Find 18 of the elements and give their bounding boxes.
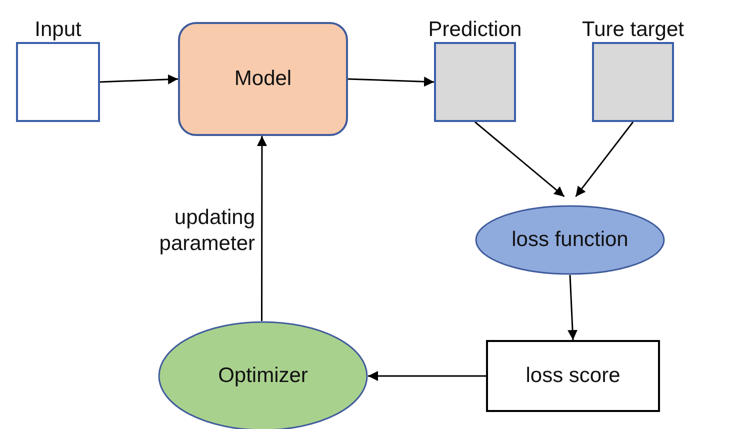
box-heading: Prediction [428, 18, 522, 42]
node-label: loss function [512, 228, 628, 252]
arrow [368, 371, 486, 381]
box-heading: Input [34, 18, 82, 42]
edge-label: updating parameter [158, 205, 255, 258]
arrow [568, 274, 578, 340]
box-heading: Ture target [582, 18, 684, 42]
arrow [575, 122, 634, 198]
loss-function-ellipse [475, 205, 665, 275]
arrow [348, 76, 434, 87]
node-label: Optimizer [218, 364, 308, 388]
arrow [100, 74, 178, 84]
node-label: Model [234, 67, 292, 91]
loss-score-box [486, 340, 660, 412]
node-label: loss score [526, 364, 620, 388]
arrow [256, 136, 267, 321]
model-box [178, 22, 348, 136]
arrow [474, 121, 565, 198]
